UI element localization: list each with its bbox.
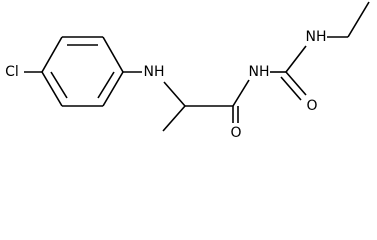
ethyl-nh-label: NH <box>306 29 327 45</box>
chemical-structure: Cl NH NH NH O O <box>5 1 370 141</box>
carbonyl-imide-nh-bond <box>232 79 250 107</box>
ethyl-ch2-ch3-bond <box>347 1 370 38</box>
urea-carbon-nh-bond <box>285 45 307 73</box>
urea-carbonyl-bond-2 <box>280 76 302 101</box>
nh-alpha-carbon-bond <box>163 81 186 107</box>
imide-nh-label: NH <box>249 64 270 80</box>
urea-carbonyl-bond-1 <box>285 71 307 96</box>
ring-double-bond-left <box>50 71 68 99</box>
chlorine-label: Cl <box>5 64 19 80</box>
ring-bond-3 <box>102 36 124 73</box>
ring-bond-6 <box>41 71 63 107</box>
chlorophenyl-ring <box>41 36 124 107</box>
ring-bond-1 <box>41 36 63 73</box>
ring-bond-4 <box>102 71 124 107</box>
alpha-methyl-bond <box>162 105 186 132</box>
amide-oxygen-label: O <box>230 125 241 141</box>
urea-oxygen-label: O <box>306 98 317 114</box>
ring-double-bond-right <box>97 71 115 99</box>
aryl-nh-label: NH <box>144 64 165 80</box>
